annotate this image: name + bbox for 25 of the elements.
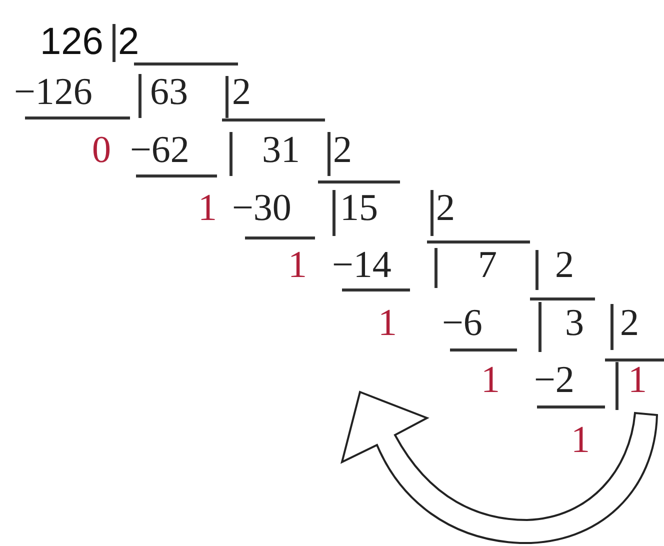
- number: 3: [565, 303, 584, 343]
- number: 2: [555, 245, 574, 285]
- number: 15: [340, 188, 378, 228]
- remainder-digit: 0: [92, 130, 111, 170]
- number: −6: [442, 303, 482, 343]
- number: 2: [620, 303, 639, 343]
- number: −62: [130, 130, 190, 170]
- number: 126: [40, 22, 104, 62]
- remainder-digit: 1: [571, 420, 590, 460]
- number: 2: [232, 72, 251, 112]
- number: 2: [333, 130, 352, 170]
- remainder-digit: 1: [288, 245, 307, 285]
- remainder-digit: 1: [198, 188, 217, 228]
- remainder-digit: 1: [378, 303, 397, 343]
- number: −126: [14, 72, 92, 112]
- remainder-digit: 1: [628, 360, 647, 400]
- number: 63: [150, 72, 188, 112]
- number: 7: [478, 245, 497, 285]
- number: 2: [118, 22, 140, 62]
- number: −30: [232, 188, 292, 228]
- number: −2: [534, 360, 574, 400]
- number: 2: [436, 188, 455, 228]
- number: 31: [262, 130, 300, 170]
- remainder-digit: 1: [481, 360, 500, 400]
- number: −14: [332, 245, 392, 285]
